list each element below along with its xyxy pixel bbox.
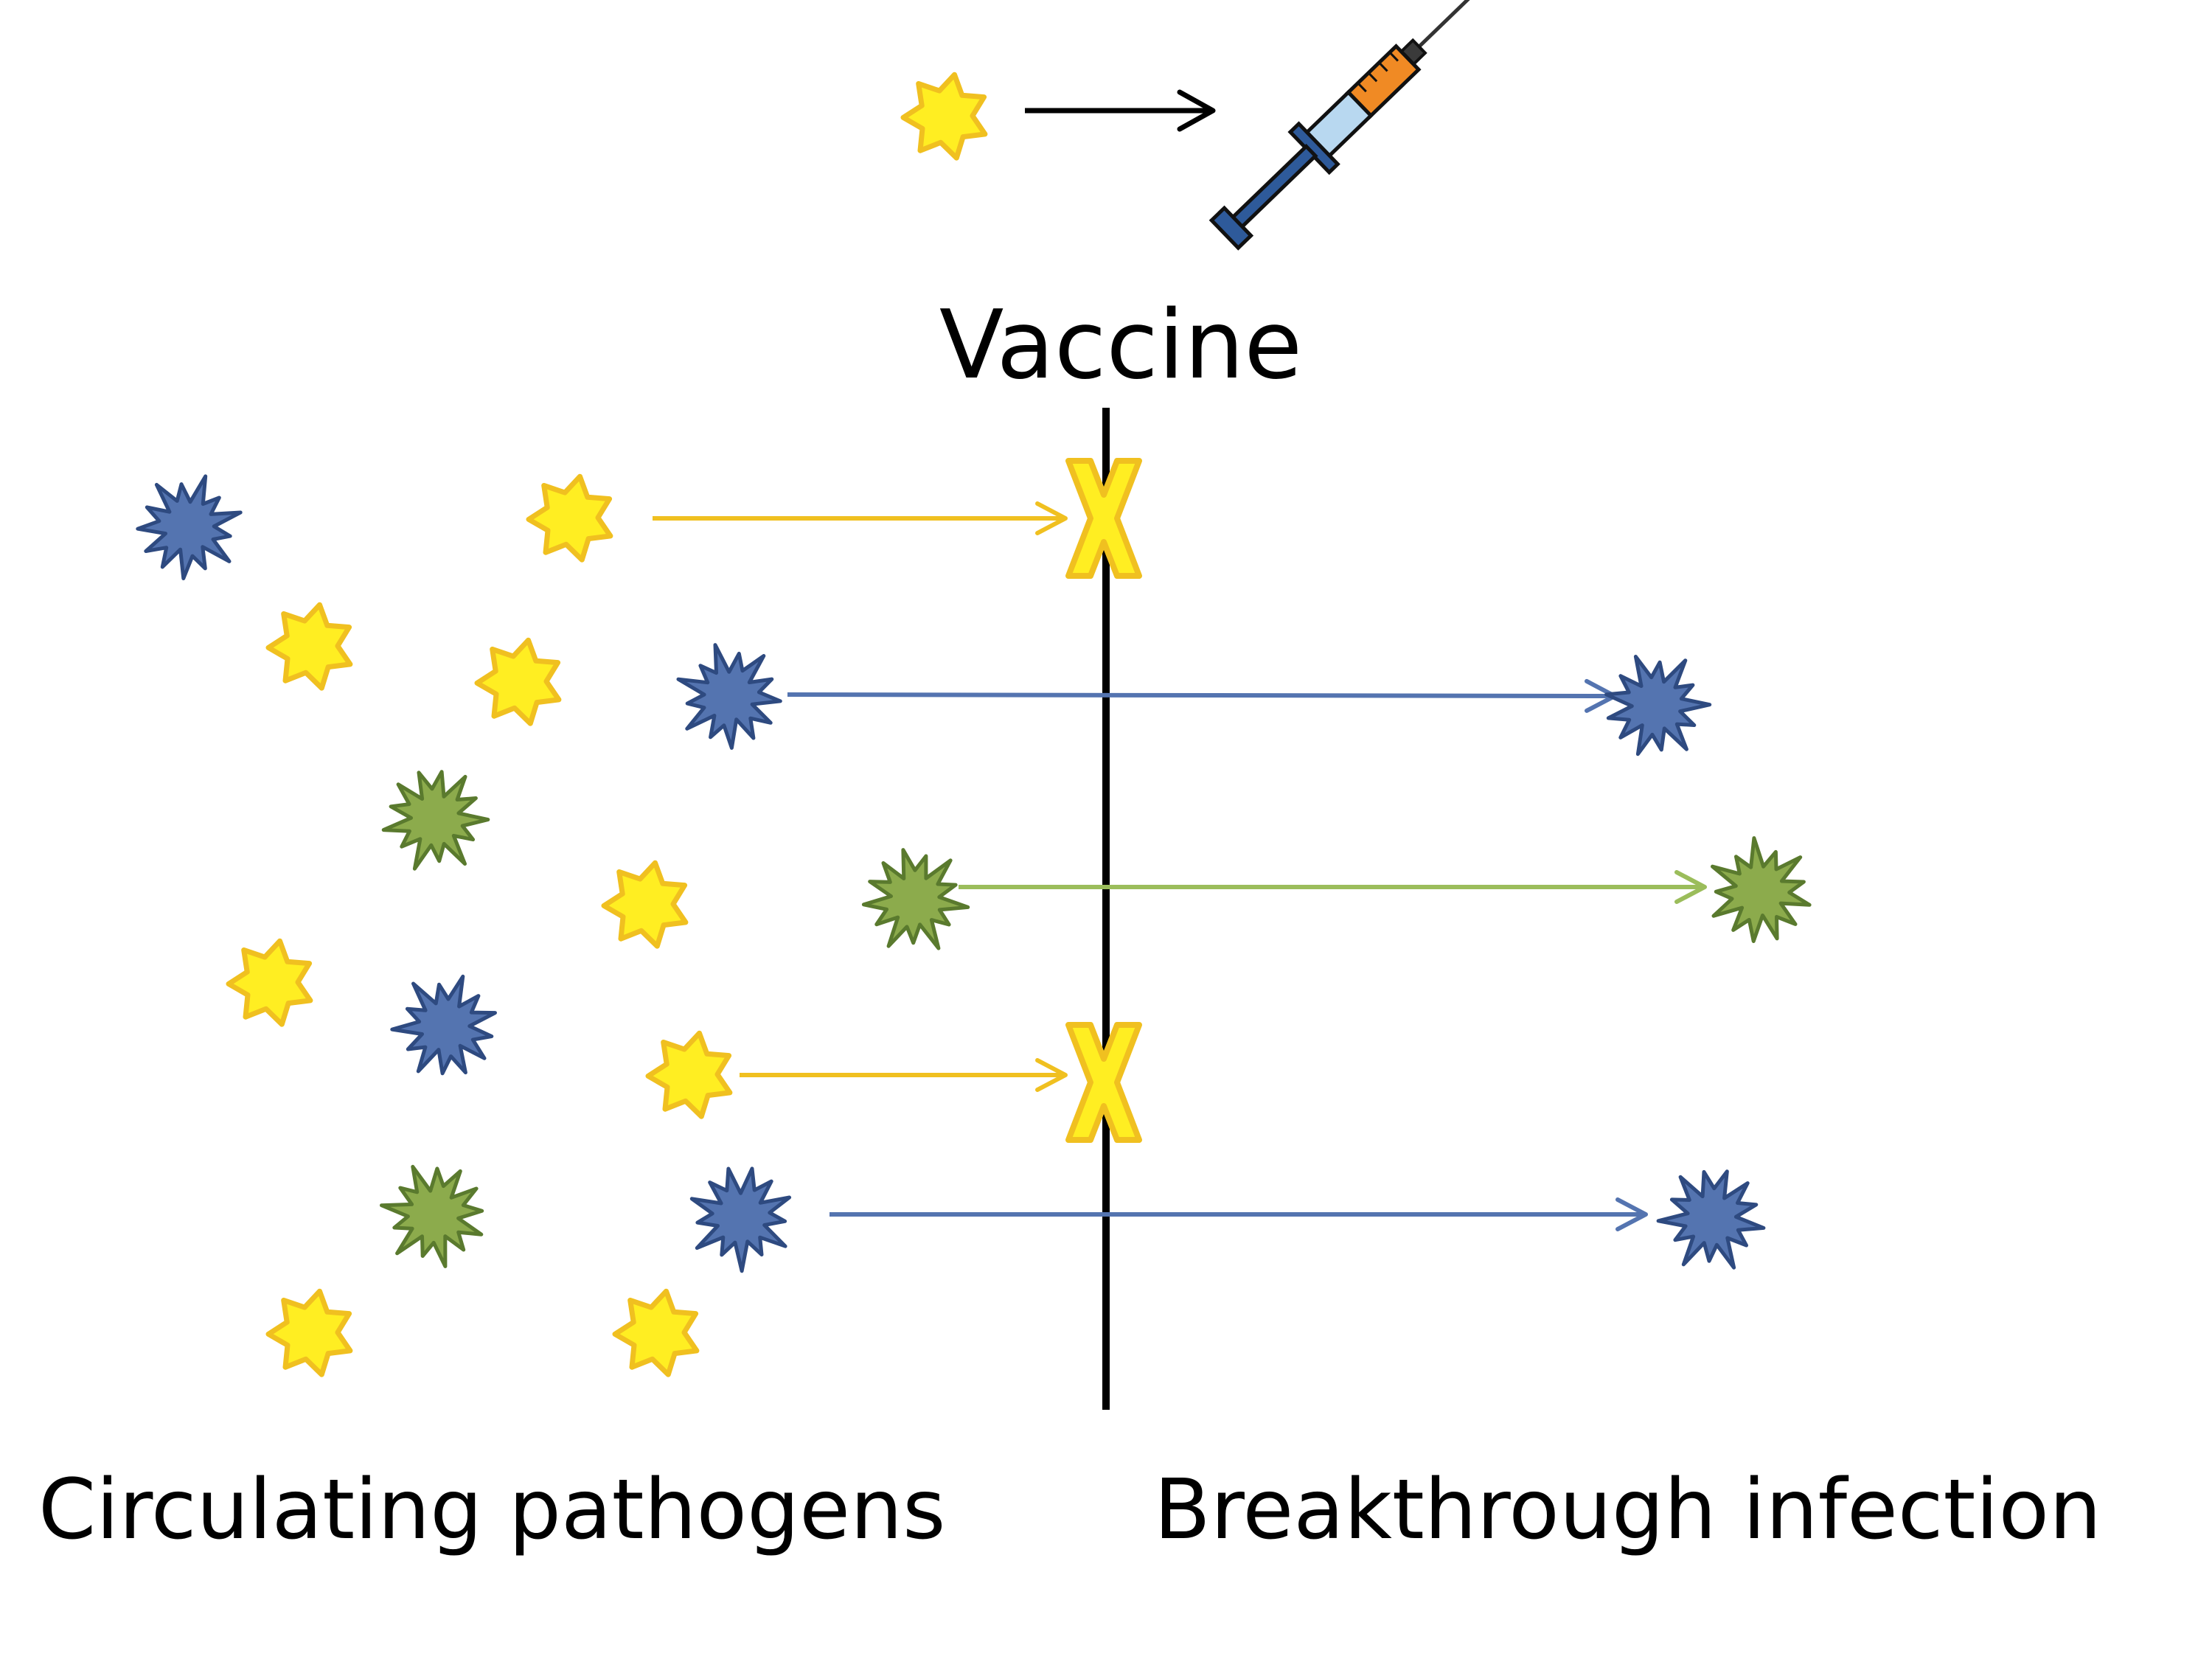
breakthrough-pathogens-group [1604, 655, 1812, 1270]
breakthrough-arrow-green [959, 870, 1707, 904]
blocked-arrow-2 [740, 1058, 1068, 1092]
pathogen-arrows [653, 501, 1707, 1231]
yellow-star-icon [265, 1288, 353, 1377]
vaccine-arrow-head [1177, 89, 1216, 132]
yellow-star-icon [526, 473, 613, 563]
green-burst-icon [861, 848, 970, 950]
vaccine-strain-star-icon [900, 72, 988, 161]
blue-burst-icon [676, 643, 782, 750]
blue-burst-icon [1656, 1169, 1766, 1270]
breakthrough-arrow-blue-1-shaft [787, 692, 1615, 698]
blocked-arrow-1 [653, 501, 1068, 535]
breakthrough-arrow-green-head [1674, 870, 1707, 904]
breakthrough-arrow-blue-1 [787, 678, 1617, 713]
blue-burst-icon [689, 1166, 792, 1273]
blue-burst-icon [136, 474, 243, 580]
yellow-star-icon [645, 1030, 733, 1119]
blocked-x-icon-2 [1065, 1022, 1142, 1143]
yellow-star-icon [226, 938, 313, 1027]
blocked-x-icon-1 [1065, 458, 1142, 579]
yellow-star-icon [601, 860, 689, 949]
green-burst-icon [1711, 836, 1812, 943]
green-burst-icon [381, 770, 490, 871]
yellow-star-icon [612, 1288, 700, 1377]
blocked-markers [1065, 458, 1142, 1143]
circulating-pathogens-label: Circulating pathogens [38, 1462, 946, 1558]
vaccine-strain-star-icon [900, 72, 988, 161]
syringe-icon [1208, 0, 1493, 251]
vaccine-label: Vaccine [939, 291, 1303, 400]
circulating-pathogens-group [136, 473, 970, 1377]
yellow-star-icon [265, 602, 353, 691]
blocked-arrow-1-head [1035, 501, 1068, 535]
blocked-arrow-2-head [1035, 1058, 1068, 1092]
yellow-star-icon [474, 637, 562, 726]
breakthrough-arrow-blue-2-head [1615, 1197, 1648, 1231]
breakthrough-infection-label: Breakthrough infection [1154, 1462, 2102, 1558]
blue-burst-icon [390, 974, 497, 1076]
green-burst-icon [380, 1164, 484, 1268]
breakthrough-arrow-blue-2 [830, 1197, 1648, 1231]
blue-burst-icon [1604, 655, 1712, 757]
